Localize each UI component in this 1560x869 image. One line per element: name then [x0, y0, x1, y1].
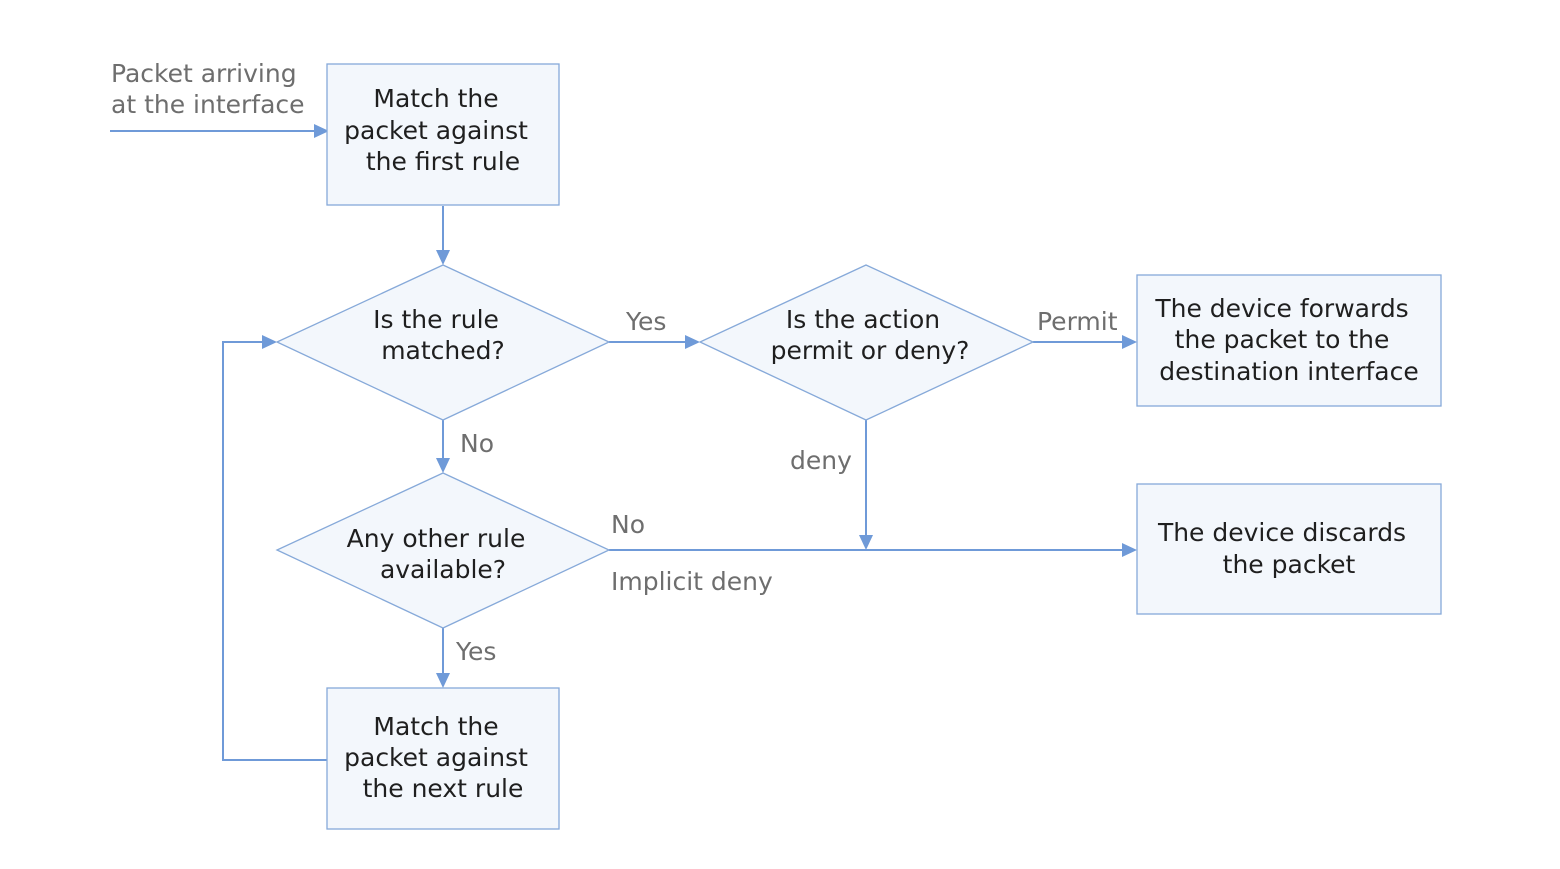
implicit-deny-label: Implicit deny — [611, 567, 773, 596]
no-matched-label: No — [460, 429, 494, 458]
forward-line-1: The device forwards — [1154, 294, 1408, 323]
discard-line-1: The device discards — [1157, 518, 1406, 547]
svg-text:Any other rule available: Any other rule available? — [347, 524, 534, 584]
match-next-rule-box: Match the packet against the next rule — [326, 687, 560, 830]
svg-text:The device discards the: The device discards the packet — [1157, 518, 1414, 579]
loop-back-arrowhead — [262, 335, 277, 349]
no-other-label: No — [611, 510, 645, 539]
entry-arrowhead — [314, 124, 329, 138]
entry-label-line-1: Packet arriving — [111, 59, 297, 88]
permit-arrowhead — [1122, 335, 1137, 349]
yes-matched-label: Yes — [625, 307, 666, 336]
action-decision: Is the action permit or deny? — [698, 264, 1035, 421]
match-next-line-1: Match the — [373, 712, 498, 741]
match-first-line-1: Match the — [373, 84, 498, 113]
match-first-line-2: packet against — [344, 116, 528, 145]
deny-arrowhead — [859, 535, 873, 550]
other-rule-line-1: Any other rule — [347, 524, 526, 553]
svg-text:Is the action permit or: Is the action permit or deny? — [771, 305, 970, 365]
discard-line-2: the packet — [1223, 550, 1356, 579]
entry-label-line-2: at the interface — [111, 90, 305, 119]
svg-text:Is the rule matched?: Is the rule matched? — [373, 305, 507, 365]
rule-matched-line-2: matched? — [381, 336, 505, 365]
match-first-rule-box: Match the packet against the first rule — [326, 63, 560, 206]
forward-line-2: the packet to the — [1175, 325, 1390, 354]
forward-packet-box: The device forwards the packet to the de… — [1136, 274, 1442, 407]
first-to-matched-arrowhead — [436, 250, 450, 265]
other-rule-line-2: available? — [380, 555, 506, 584]
yes-matched-arrowhead — [685, 335, 700, 349]
svg-text:Match the packet against: Match the packet against the next rule — [344, 712, 536, 803]
entry-label: Packet arriving at the interface — [111, 59, 305, 119]
match-first-line-3: the first rule — [366, 147, 520, 176]
rule-matched-decision: Is the rule matched? — [275, 264, 611, 421]
forward-line-3: destination interface — [1159, 357, 1419, 386]
match-next-line-3: the next rule — [363, 774, 524, 803]
action-line-1: Is the action — [786, 305, 940, 334]
deny-label: deny — [790, 446, 852, 475]
no-other-arrowhead — [1122, 543, 1137, 557]
yes-other-label: Yes — [455, 637, 496, 666]
other-rule-decision: Any other rule available? — [275, 472, 611, 629]
permit-label: Permit — [1037, 307, 1118, 336]
match-next-line-2: packet against — [344, 743, 528, 772]
no-matched-arrowhead — [436, 458, 450, 473]
svg-text:The device forwards the: The device forwards the packet to the de… — [1154, 294, 1418, 386]
discard-packet-box: The device discards the packet — [1136, 483, 1442, 615]
rule-matched-line-1: Is the rule — [373, 305, 499, 334]
loop-back-connector — [222, 341, 327, 761]
svg-text:Match the packet against: Match the packet against the first rule — [344, 84, 536, 176]
action-line-2: permit or deny? — [771, 336, 970, 365]
yes-other-arrowhead — [436, 673, 450, 688]
